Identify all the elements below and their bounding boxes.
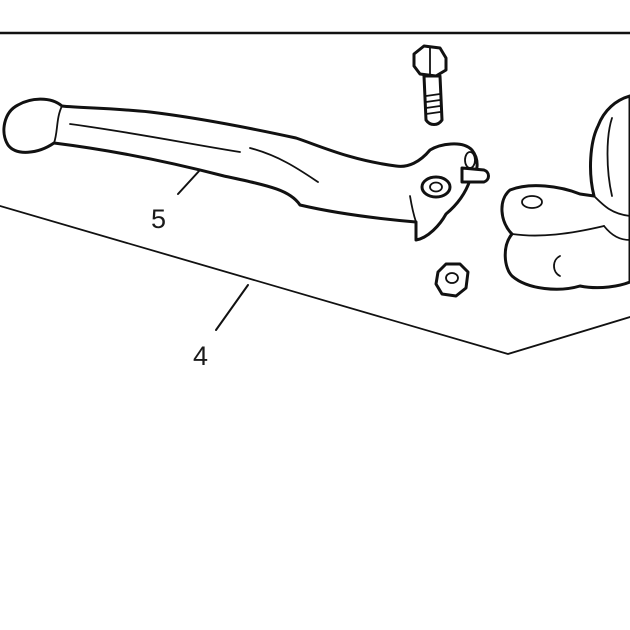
lock-nut (434, 262, 470, 298)
callout-4: 4 (193, 341, 208, 371)
callout-5: 5 (151, 204, 166, 234)
leader-line-5 (177, 169, 201, 195)
leader-line-4 (215, 284, 249, 331)
pivot-bolt (412, 44, 448, 126)
mounting-plate-outline (0, 205, 630, 355)
lever-bracket (500, 94, 630, 291)
brake-lever (2, 97, 490, 242)
